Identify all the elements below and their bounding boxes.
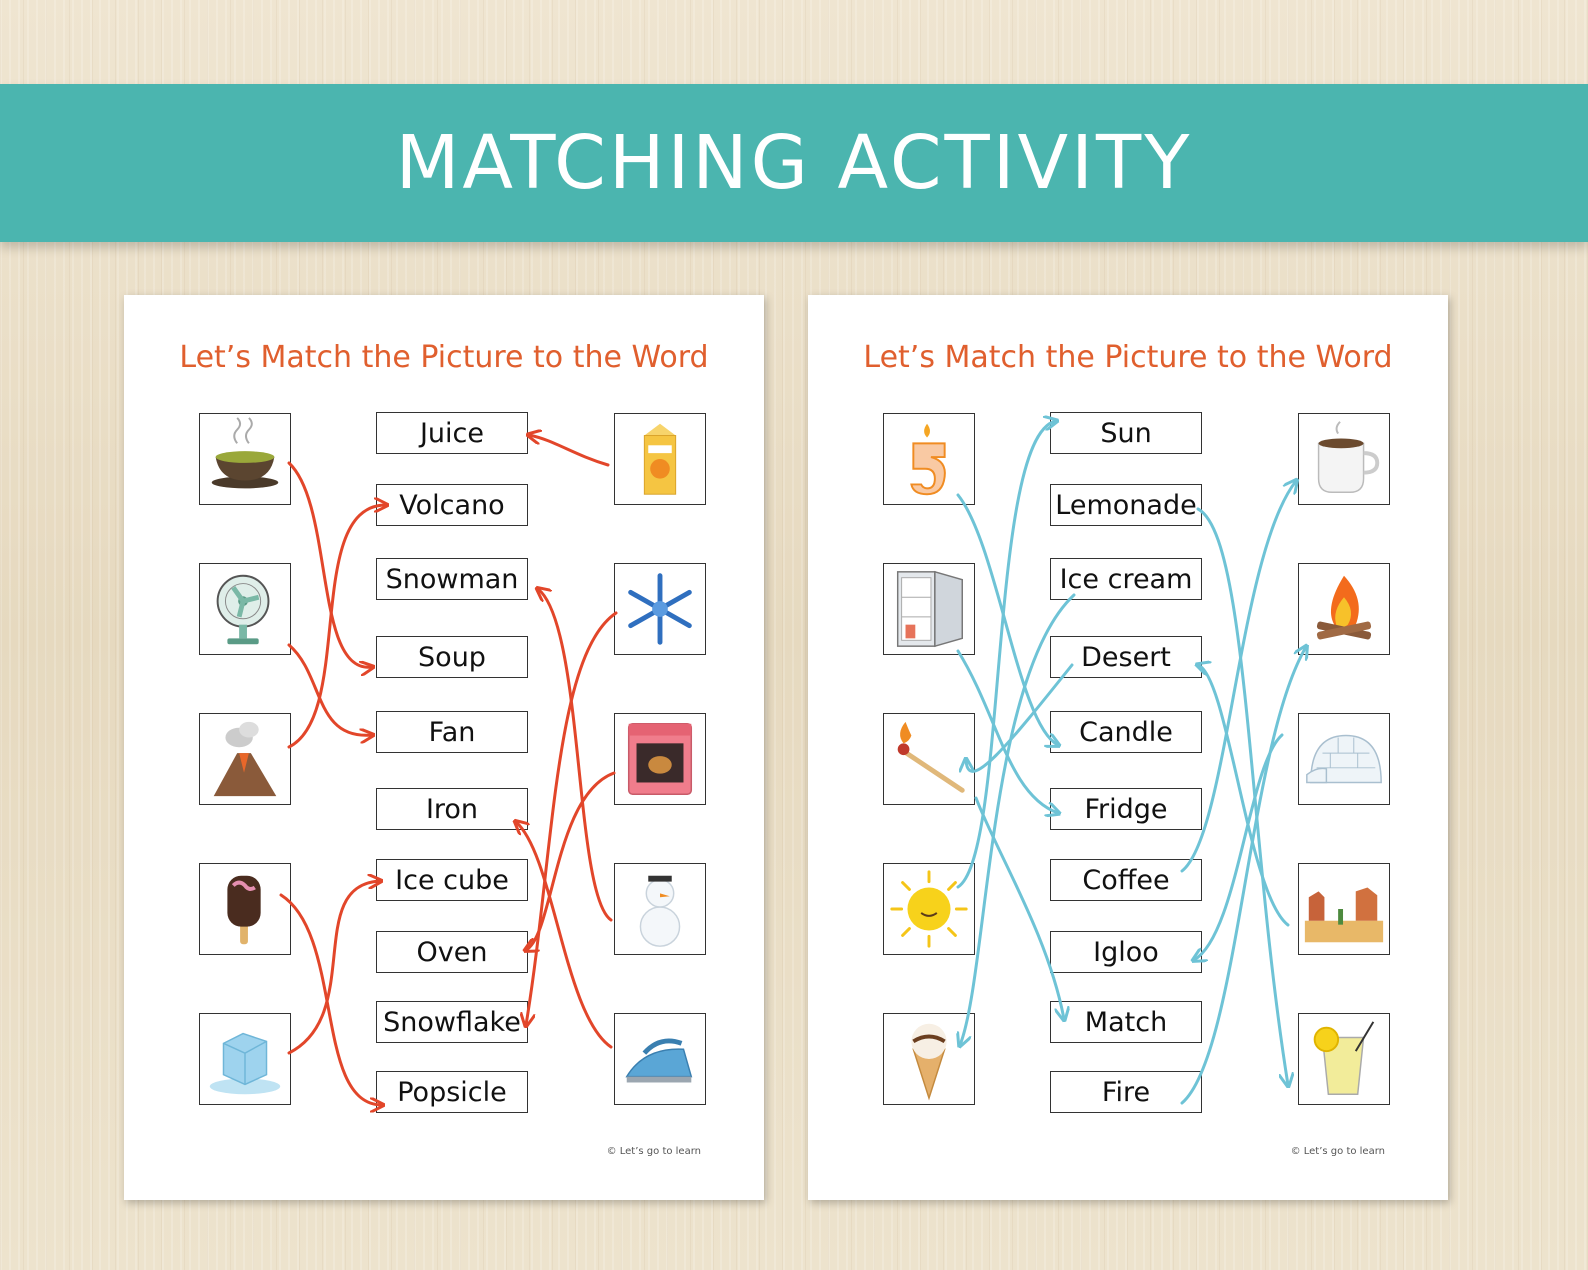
- campfire-icon[interactable]: [1298, 563, 1390, 655]
- word-box[interactable]: Popsicle: [376, 1071, 528, 1113]
- lemonade-icon[interactable]: [1298, 1013, 1390, 1105]
- worksheet-left: Let’s Match the Picture to the Word: [124, 295, 764, 1200]
- word-box[interactable]: Fridge: [1050, 788, 1202, 830]
- word-box[interactable]: Candle: [1050, 711, 1202, 753]
- worksheet-right: Let’s Match the Picture to the Word: [808, 295, 1448, 1200]
- word-box[interactable]: Ice cube: [376, 859, 528, 901]
- word-box[interactable]: Snowflake: [376, 1001, 528, 1043]
- fridge-icon[interactable]: [883, 563, 975, 655]
- match-line: [516, 822, 613, 1049]
- match-line: [279, 893, 382, 1105]
- match-line: [287, 881, 380, 1055]
- match-icon[interactable]: [883, 713, 975, 805]
- word-box[interactable]: Soup: [376, 636, 528, 678]
- word-box[interactable]: Ice cream: [1050, 558, 1202, 600]
- match-line: [287, 505, 386, 749]
- match-line: [529, 435, 610, 467]
- match-line: [526, 771, 616, 950]
- word-box[interactable]: Volcano: [376, 484, 528, 526]
- match-line: [1196, 507, 1288, 1085]
- match-line: [526, 611, 618, 1025]
- coffee-cup-icon[interactable]: [1298, 413, 1390, 505]
- match-line: [974, 796, 1064, 1019]
- match-line: [538, 589, 613, 922]
- word-box[interactable]: Sun: [1050, 412, 1202, 454]
- word-box[interactable]: Snowman: [376, 558, 528, 600]
- ice-cube-icon[interactable]: [199, 1013, 291, 1105]
- word-box[interactable]: Igloo: [1050, 931, 1202, 973]
- candle-icon[interactable]: [883, 413, 975, 505]
- word-box[interactable]: Juice: [376, 412, 528, 454]
- juice-carton-icon[interactable]: [614, 413, 706, 505]
- iron-icon[interactable]: [614, 1013, 706, 1105]
- igloo-icon[interactable]: [1298, 713, 1390, 805]
- word-box[interactable]: Coffee: [1050, 859, 1202, 901]
- worksheet-title: Let’s Match the Picture to the Word: [863, 340, 1393, 375]
- word-box[interactable]: Match: [1050, 1001, 1202, 1043]
- snowman-icon[interactable]: [614, 863, 706, 955]
- banner-title: MATCHING ACTIVITY: [395, 120, 1193, 206]
- soup-icon[interactable]: [199, 413, 291, 505]
- ice-cream-icon[interactable]: [883, 1013, 975, 1105]
- word-box[interactable]: Desert: [1050, 636, 1202, 678]
- oven-icon[interactable]: [614, 713, 706, 805]
- match-line: [287, 461, 372, 667]
- word-box[interactable]: Fan: [376, 711, 528, 753]
- word-box[interactable]: Iron: [376, 788, 528, 830]
- copyright-text: © Let’s go to learn: [606, 1146, 701, 1157]
- match-line: [1194, 733, 1284, 960]
- word-box[interactable]: Fire: [1050, 1071, 1202, 1113]
- snowflake-icon[interactable]: [614, 563, 706, 655]
- fan-icon[interactable]: [199, 563, 291, 655]
- title-banner: MATCHING ACTIVITY: [0, 84, 1588, 242]
- match-line: [287, 643, 372, 735]
- copyright-text: © Let’s go to learn: [1290, 1146, 1385, 1157]
- sun-icon[interactable]: [883, 863, 975, 955]
- word-box[interactable]: Oven: [376, 931, 528, 973]
- desert-icon[interactable]: [1298, 863, 1390, 955]
- match-line: [1198, 665, 1290, 927]
- word-box[interactable]: Lemonade: [1050, 484, 1202, 526]
- volcano-icon[interactable]: [199, 713, 291, 805]
- popsicle-icon[interactable]: [199, 863, 291, 955]
- worksheet-title: Let’s Match the Picture to the Word: [179, 340, 709, 375]
